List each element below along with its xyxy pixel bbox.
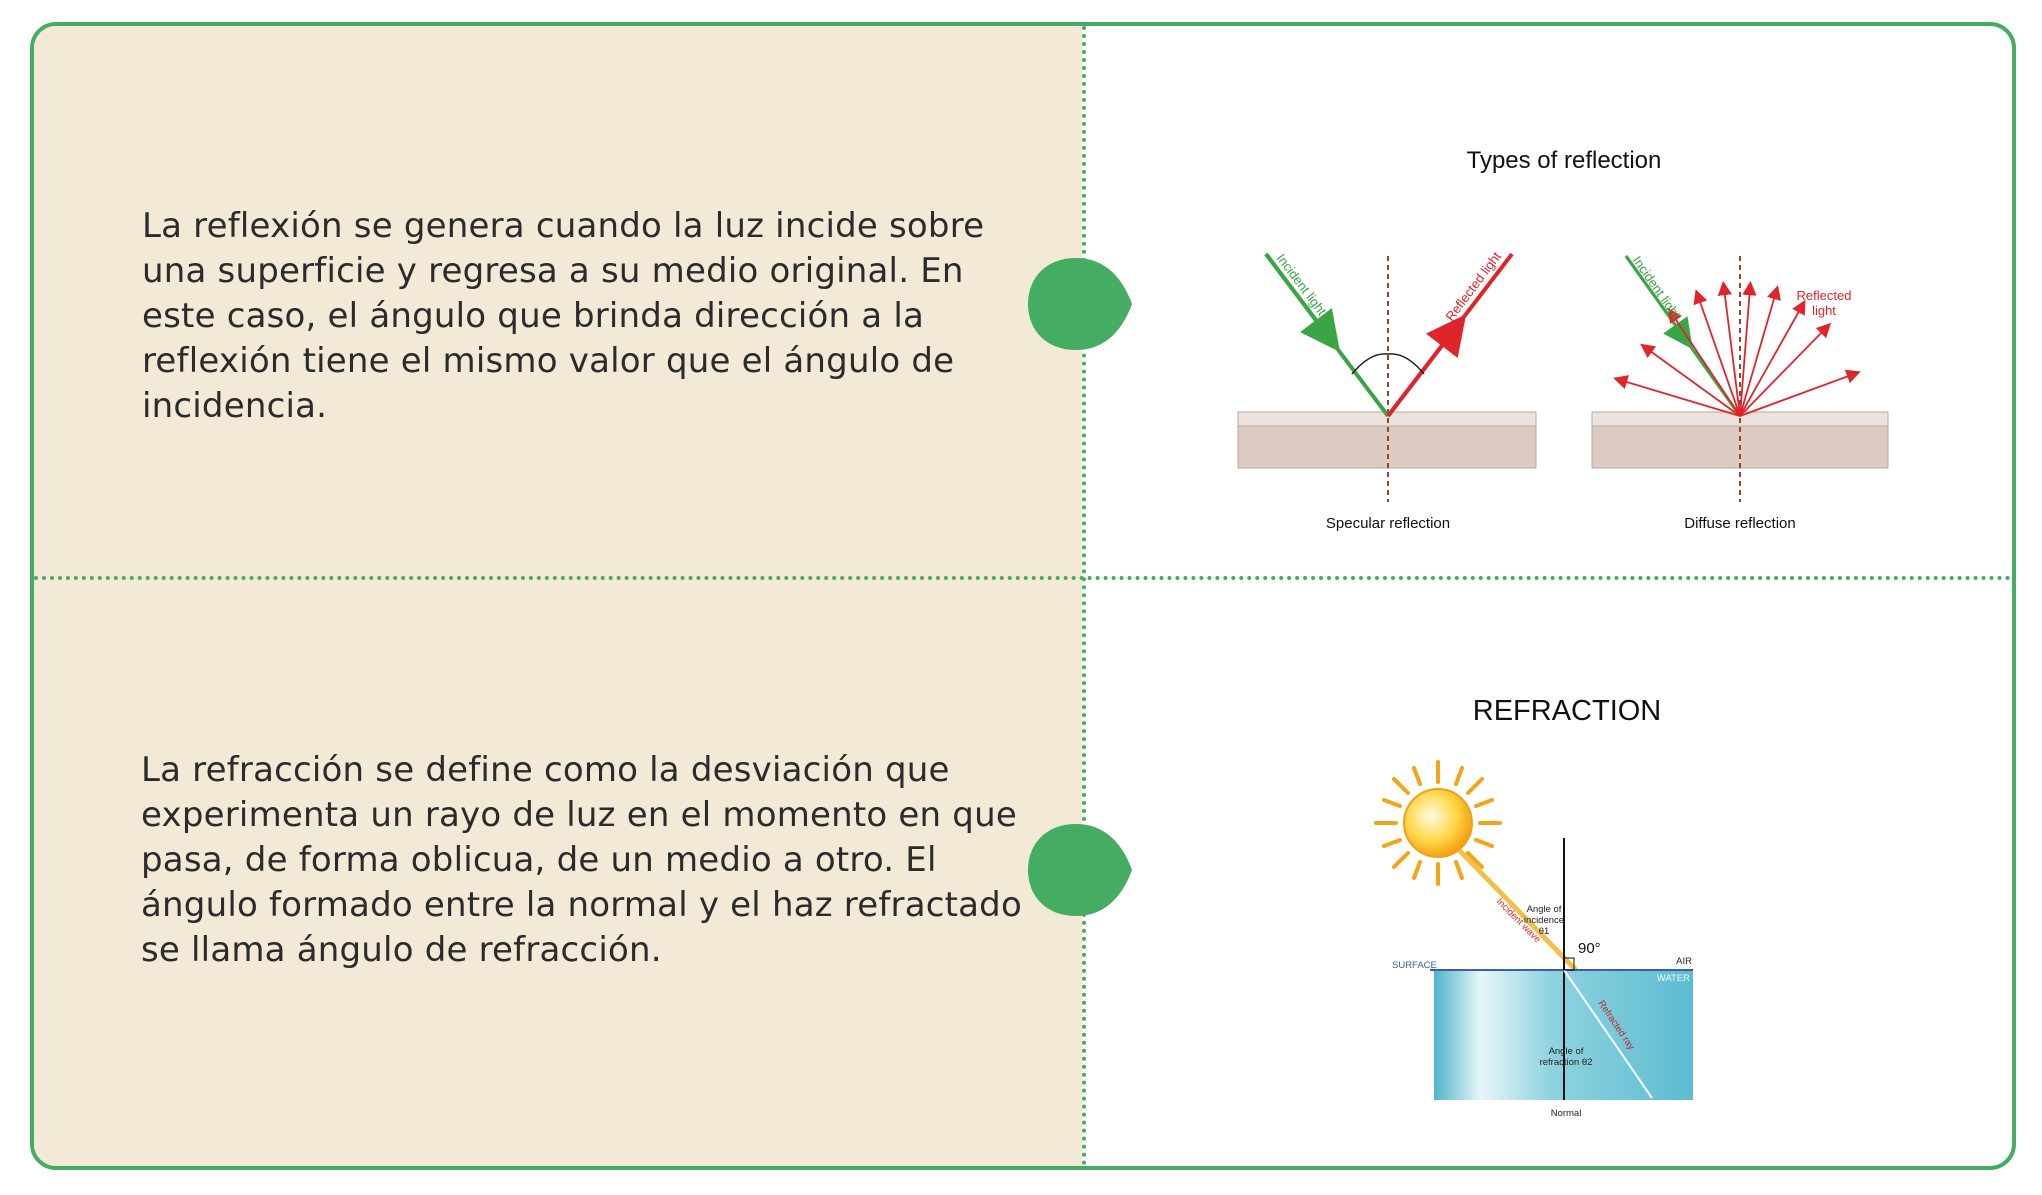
normal-label: Normal xyxy=(1551,1108,1582,1119)
reflected-arrow xyxy=(1386,314,1467,418)
right-angle-mark xyxy=(1563,957,1575,971)
refraction-paragraph: La refracción se define como la desviaci… xyxy=(141,750,1022,970)
water-label: WATER xyxy=(1657,973,1690,984)
angle-refraction-label: Angle of xyxy=(1549,1046,1584,1057)
angle-arc-right xyxy=(1387,353,1425,375)
incident-label: Incident light xyxy=(1274,251,1330,319)
leaf-bullet-icon xyxy=(1028,258,1132,350)
angle-incidence-label: Angle of xyxy=(1527,904,1562,915)
incident-label: Incident light xyxy=(1630,253,1684,322)
reflected-label-line1: Reflected xyxy=(1797,288,1852,303)
angle-refraction-label: refraction θ2 xyxy=(1540,1057,1593,1068)
reflected-rays xyxy=(1613,280,1861,417)
horizontal-divider xyxy=(34,576,2012,580)
specular-caption: Specular reflection xyxy=(1326,515,1450,532)
diffuse-reflection: Incident light Reflected light Diffuse r… xyxy=(1591,253,1889,532)
specular-reflection: Incident light Reflected light Specular … xyxy=(1237,249,1537,532)
incident-arrow xyxy=(1264,252,1341,352)
refraction-diagram: REFRACTION xyxy=(1374,695,1693,1119)
content-card: La reflexión se genera cuando la luz inc… xyxy=(30,22,2016,1170)
angle-arc-left xyxy=(1351,353,1389,375)
leaf-bullet-icon xyxy=(1028,824,1132,916)
sun-icon xyxy=(1374,760,1502,886)
reflected-label: Reflected light xyxy=(1442,249,1504,324)
reflection-paragraph: La reflexión se genera cuando la luz inc… xyxy=(142,206,985,426)
angle-incidence-symbol: θ1 xyxy=(1539,926,1550,937)
reflected-label-line2: light xyxy=(1812,303,1836,318)
reflection-title: Types of reflection xyxy=(1467,147,1662,174)
diffuse-caption: Diffuse reflection xyxy=(1684,515,1795,532)
air-label: AIR xyxy=(1676,956,1692,967)
left-panel-background xyxy=(34,26,1082,1166)
incident-ray xyxy=(1457,848,1578,972)
refracted-ray xyxy=(1563,969,1653,1099)
angle-incidence-label: incidence xyxy=(1524,915,1564,926)
reflection-diagram: Types of reflection Incident light Refle… xyxy=(1237,147,1889,532)
refraction-title: REFRACTION xyxy=(1473,695,1662,727)
surface-label: SURFACE xyxy=(1392,960,1437,971)
right-angle-label: 90° xyxy=(1578,940,1601,957)
vertical-divider xyxy=(1082,26,1086,1166)
